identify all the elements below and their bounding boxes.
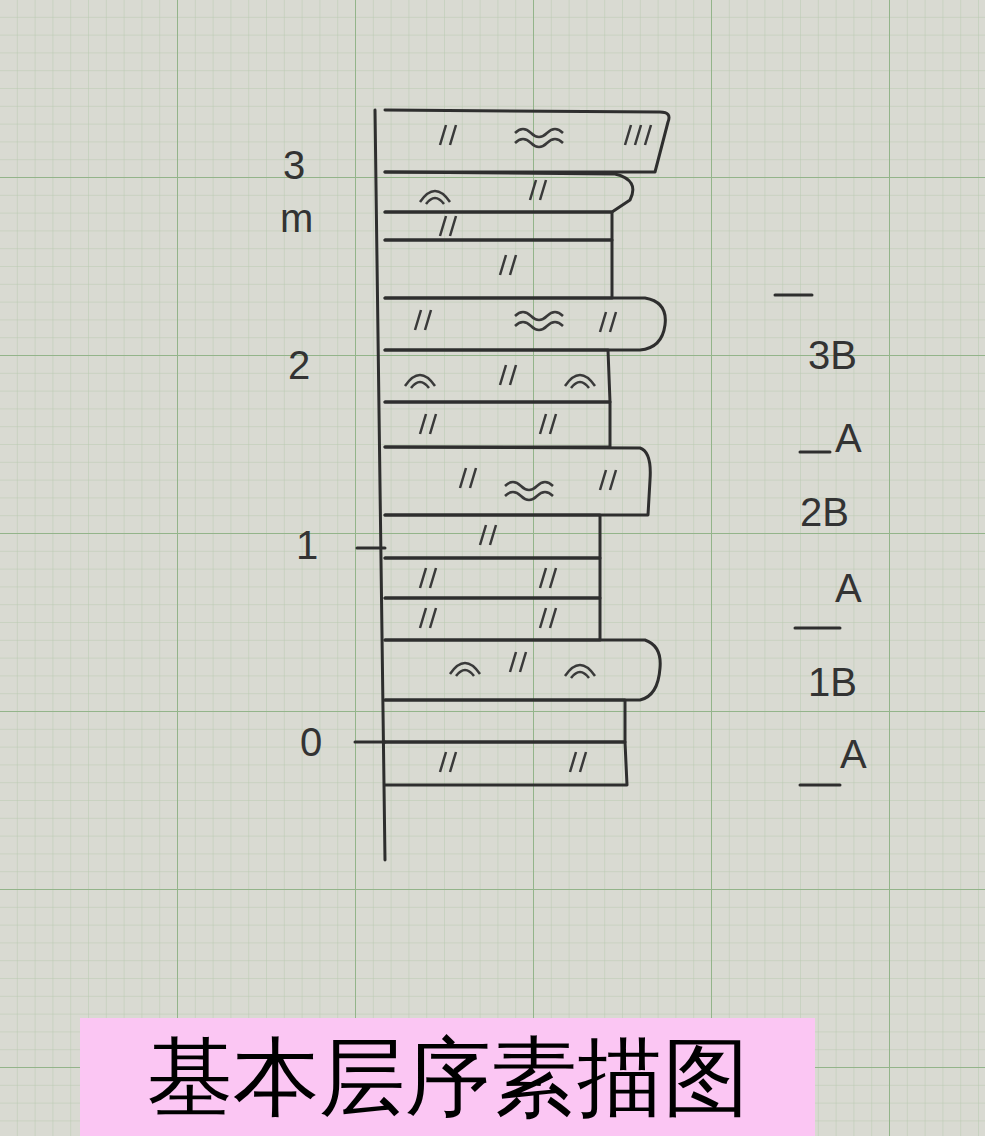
layer-label: 2B <box>800 492 849 532</box>
scale-label: 0 <box>300 722 322 762</box>
layer-label: A <box>835 568 862 608</box>
scale-label: 1 <box>296 525 318 565</box>
layer-label: 1B <box>808 662 857 702</box>
layer-label: A <box>840 734 867 774</box>
caption-text: 基本层序素描图 <box>147 1030 749 1125</box>
unit-label: m <box>280 198 313 238</box>
layer-label: A <box>835 418 862 458</box>
caption-box: 基本层序素描图 <box>80 1018 815 1136</box>
scale-label: 2 <box>288 345 310 385</box>
layer-label: 3B <box>808 335 857 375</box>
scale-label: 3 <box>283 145 305 185</box>
